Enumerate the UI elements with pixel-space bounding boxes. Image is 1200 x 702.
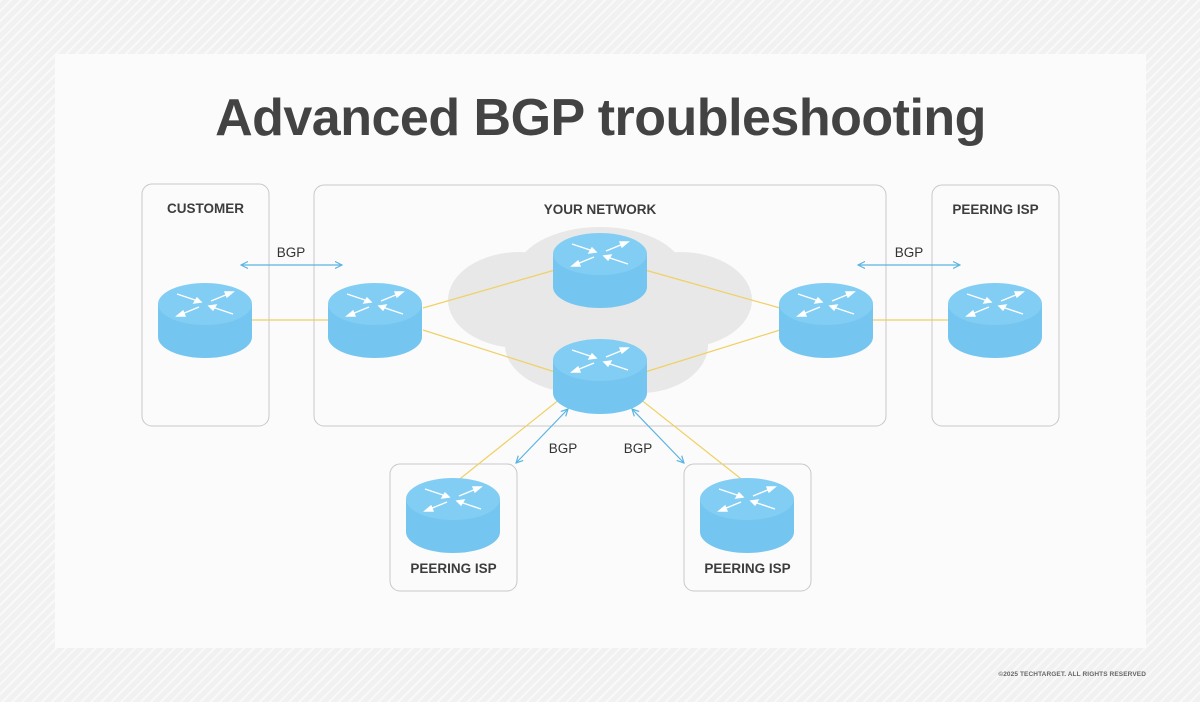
- peering-isp-bottom-left-label: PEERING ISP: [410, 561, 496, 576]
- copyright-notice: ©2025 TECHTARGET. ALL RIGHTS RESERVED: [998, 671, 1146, 678]
- customer-label: CUSTOMER: [167, 201, 244, 216]
- customer-box: [141, 183, 270, 427]
- router-icon-peering-bottom-left: [405, 477, 501, 554]
- router-icon-peering-bottom-right: [699, 477, 795, 554]
- link-edge-left-to-top: [422, 269, 556, 309]
- router-icon-network-left: [327, 282, 423, 359]
- link-edge-left-to-bottom: [422, 329, 556, 373]
- peering-isp-right-label: PEERING ISP: [952, 202, 1038, 217]
- router-icon-network-bottom: [552, 338, 648, 415]
- peering-isp-right-box: [931, 184, 1060, 427]
- router-icon-customer: [157, 282, 253, 359]
- your-network-label: YOUR NETWORK: [544, 202, 657, 217]
- router-icon-peering-right: [947, 282, 1043, 359]
- peering-isp-bottom-right-box: [683, 463, 812, 592]
- bgp-label-customer: BGP: [277, 245, 306, 260]
- link-bottom-to-isp-left: [455, 394, 566, 483]
- bgp-label-bottom-left: BGP: [549, 441, 578, 456]
- link-top-to-edge-right: [644, 269, 781, 309]
- bgp-label-right-isp: BGP: [895, 245, 924, 260]
- peering-isp-bottom-left-box: [389, 463, 518, 592]
- link-bottom-to-isp-right: [634, 394, 746, 483]
- page-title: Advanced BGP troubleshooting: [215, 89, 986, 147]
- bgp-arrow-bottom-left: [516, 409, 568, 463]
- peering-isp-bottom-right-label: PEERING ISP: [704, 561, 790, 576]
- link-bottom-to-edge-right: [644, 329, 781, 373]
- bgp-arrow-bottom-right: [632, 409, 684, 463]
- router-icon-network-right: [778, 282, 874, 359]
- bgp-label-bottom-right: BGP: [624, 441, 653, 456]
- router-icon-network-top: [552, 232, 648, 309]
- your-network-box: [313, 184, 887, 427]
